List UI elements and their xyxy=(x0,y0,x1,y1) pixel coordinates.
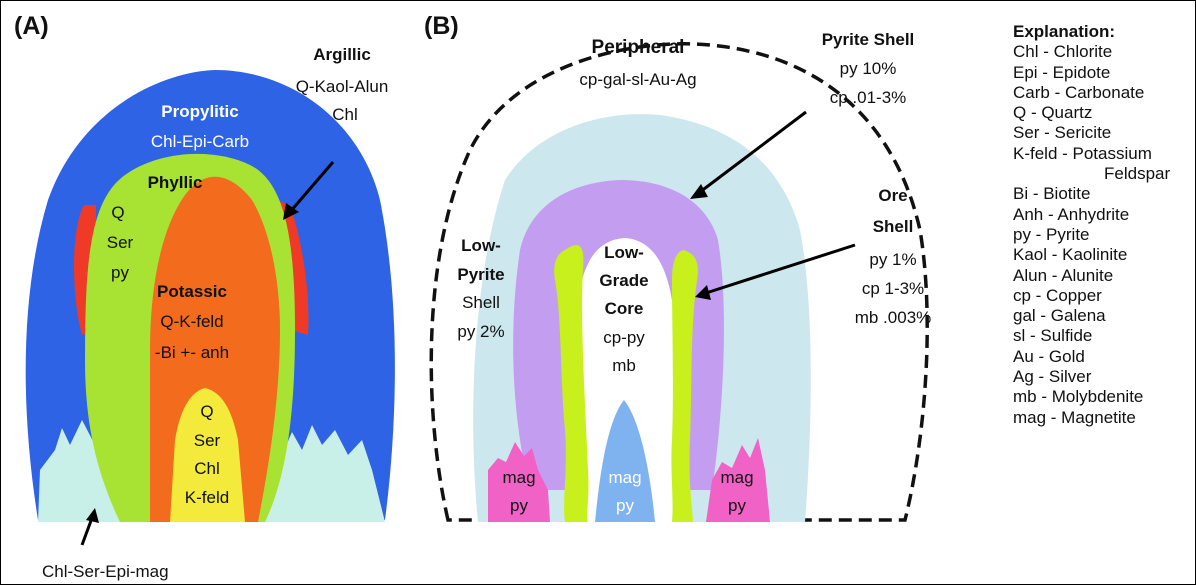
ore-shell-line3: py 1% xyxy=(869,250,916,269)
pyrite-shell-arrowhead xyxy=(690,184,708,199)
potassic-line1: Q-K-feld xyxy=(160,312,223,331)
low-grade-line1: Low- xyxy=(604,243,644,262)
phyllic-line2: Ser xyxy=(107,233,134,252)
peripheral-boundary xyxy=(429,42,929,522)
ore-shell-arrowhead xyxy=(695,285,711,300)
chl-ser-epi-mag-label: Chl-Ser-Epi-mag xyxy=(42,562,169,581)
peripheral-line1: cp-gal-sl-Au-Ag xyxy=(579,70,696,89)
panel-b-label: (B) xyxy=(424,12,459,40)
argillic-arrow xyxy=(288,161,335,213)
core-line3: Chl xyxy=(194,459,220,478)
low-grade-line4: cp-py xyxy=(603,328,645,347)
legend-item: sl - Sulfide xyxy=(1013,326,1093,346)
legend-item: Carb - Carbonate xyxy=(1013,82,1145,102)
legend-item: Feldspar xyxy=(1104,164,1171,184)
legend-item: Kaol - Kaolinite xyxy=(1013,245,1128,265)
ore-shell-right xyxy=(671,250,698,522)
ore-shell-left xyxy=(554,245,589,523)
mag-center-line1: mag xyxy=(608,468,641,487)
low-grade-line3: Core xyxy=(605,299,644,318)
pyrite-shell-arrow xyxy=(699,110,807,194)
pyrite-shell-line2: cp .01-3% xyxy=(830,88,907,107)
panel-a-label: (A) xyxy=(14,12,49,40)
argillic-line2: Chl xyxy=(332,105,358,124)
legend-item: cp - Copper xyxy=(1013,285,1102,305)
propylitic-title: Propylitic xyxy=(161,102,238,121)
panel-b: (B) Peripheral cp-gal-sl-Au-Ag Pyrite Sh… xyxy=(424,12,932,523)
legend-item: Q - Quartz xyxy=(1013,103,1093,123)
low-grade-line2: Grade xyxy=(599,271,648,290)
legend-item: gal - Galena xyxy=(1013,306,1106,326)
mag-center-zone xyxy=(595,400,655,522)
argillic-title: Argillic xyxy=(313,45,371,64)
propylitic-line1: Chl-Epi-Carb xyxy=(151,132,249,151)
low-pyrite-line1: Low- xyxy=(461,236,501,255)
legend-item: Bi - Biotite xyxy=(1013,184,1091,204)
potassic-line2: -Bi +- anh xyxy=(155,343,229,362)
legend-item: Ser - Sericite xyxy=(1013,123,1112,143)
low-pyrite-line3: Shell xyxy=(462,293,500,312)
peripheral-title: Peripheral xyxy=(592,37,685,58)
core-line2: Ser xyxy=(194,431,221,450)
core-line1: Q xyxy=(200,402,213,421)
mag-center-line2: py xyxy=(616,496,634,515)
low-grade-line5: mb xyxy=(612,356,636,375)
legend-item: Epi - Epidote xyxy=(1013,62,1111,82)
phyllic-title: Phyllic xyxy=(148,173,203,192)
mag-left-zone xyxy=(488,442,550,522)
legend-item: Au - Gold xyxy=(1013,346,1085,366)
ore-shell-line2: Shell xyxy=(873,217,914,236)
mag-left-line2: py xyxy=(510,496,528,515)
legend-item: Anh - Anhydrite xyxy=(1013,204,1130,224)
pyrite-shell-title: Pyrite Shell xyxy=(822,30,915,49)
phyllic-line1: Q xyxy=(111,203,124,222)
argillic-line1: Q-Kaol-Alun xyxy=(296,77,389,96)
chl-ser-arrowhead xyxy=(86,508,99,523)
potassic-title: Potassic xyxy=(157,282,227,301)
legend-item: Ag - Silver xyxy=(1013,367,1092,387)
low-pyrite-line2: Pyrite xyxy=(457,265,504,284)
ore-shell-line1: Ore xyxy=(878,186,907,205)
legend-title: Explanation: xyxy=(1013,22,1116,41)
mag-right-line2: py xyxy=(728,496,746,515)
legend-item: mag - Magnetite xyxy=(1013,407,1136,427)
low-grade-core-zone xyxy=(572,238,680,522)
pyrite-shell-line1: py 10% xyxy=(840,59,897,78)
ore-shell-line5: mb .003% xyxy=(855,308,932,327)
core-zone xyxy=(170,388,245,522)
phyllic-line3: py xyxy=(111,263,129,282)
legend-item: Chl - Chlorite xyxy=(1013,42,1113,62)
argillic-arrowhead xyxy=(283,203,299,220)
panel-a: (A) Argillic Q-Kaol-Alun Chl Propylitic … xyxy=(14,12,395,581)
core-line4: K-feld xyxy=(185,488,229,507)
chl-ser-arrow xyxy=(80,517,94,546)
ore-shell-line4: cp 1-3% xyxy=(862,279,924,298)
explanation-legend: Explanation: Chl - Chlorite Epi - Epidot… xyxy=(1013,22,1170,428)
legend-item: py - Pyrite xyxy=(1013,224,1090,244)
legend-item: K-feld - Potassium xyxy=(1013,143,1152,163)
mag-right-zone xyxy=(706,438,770,522)
mag-right-line1: mag xyxy=(720,468,753,487)
low-pyrite-line4: py 2% xyxy=(457,322,504,341)
legend-item: mb - Molybdenite xyxy=(1013,387,1144,407)
mag-left-line1: mag xyxy=(502,468,535,487)
legend-item: Alun - Alunite xyxy=(1013,265,1114,285)
ore-shell-arrow xyxy=(705,243,856,295)
chl-ser-epi-mag-zone-right xyxy=(262,425,385,522)
